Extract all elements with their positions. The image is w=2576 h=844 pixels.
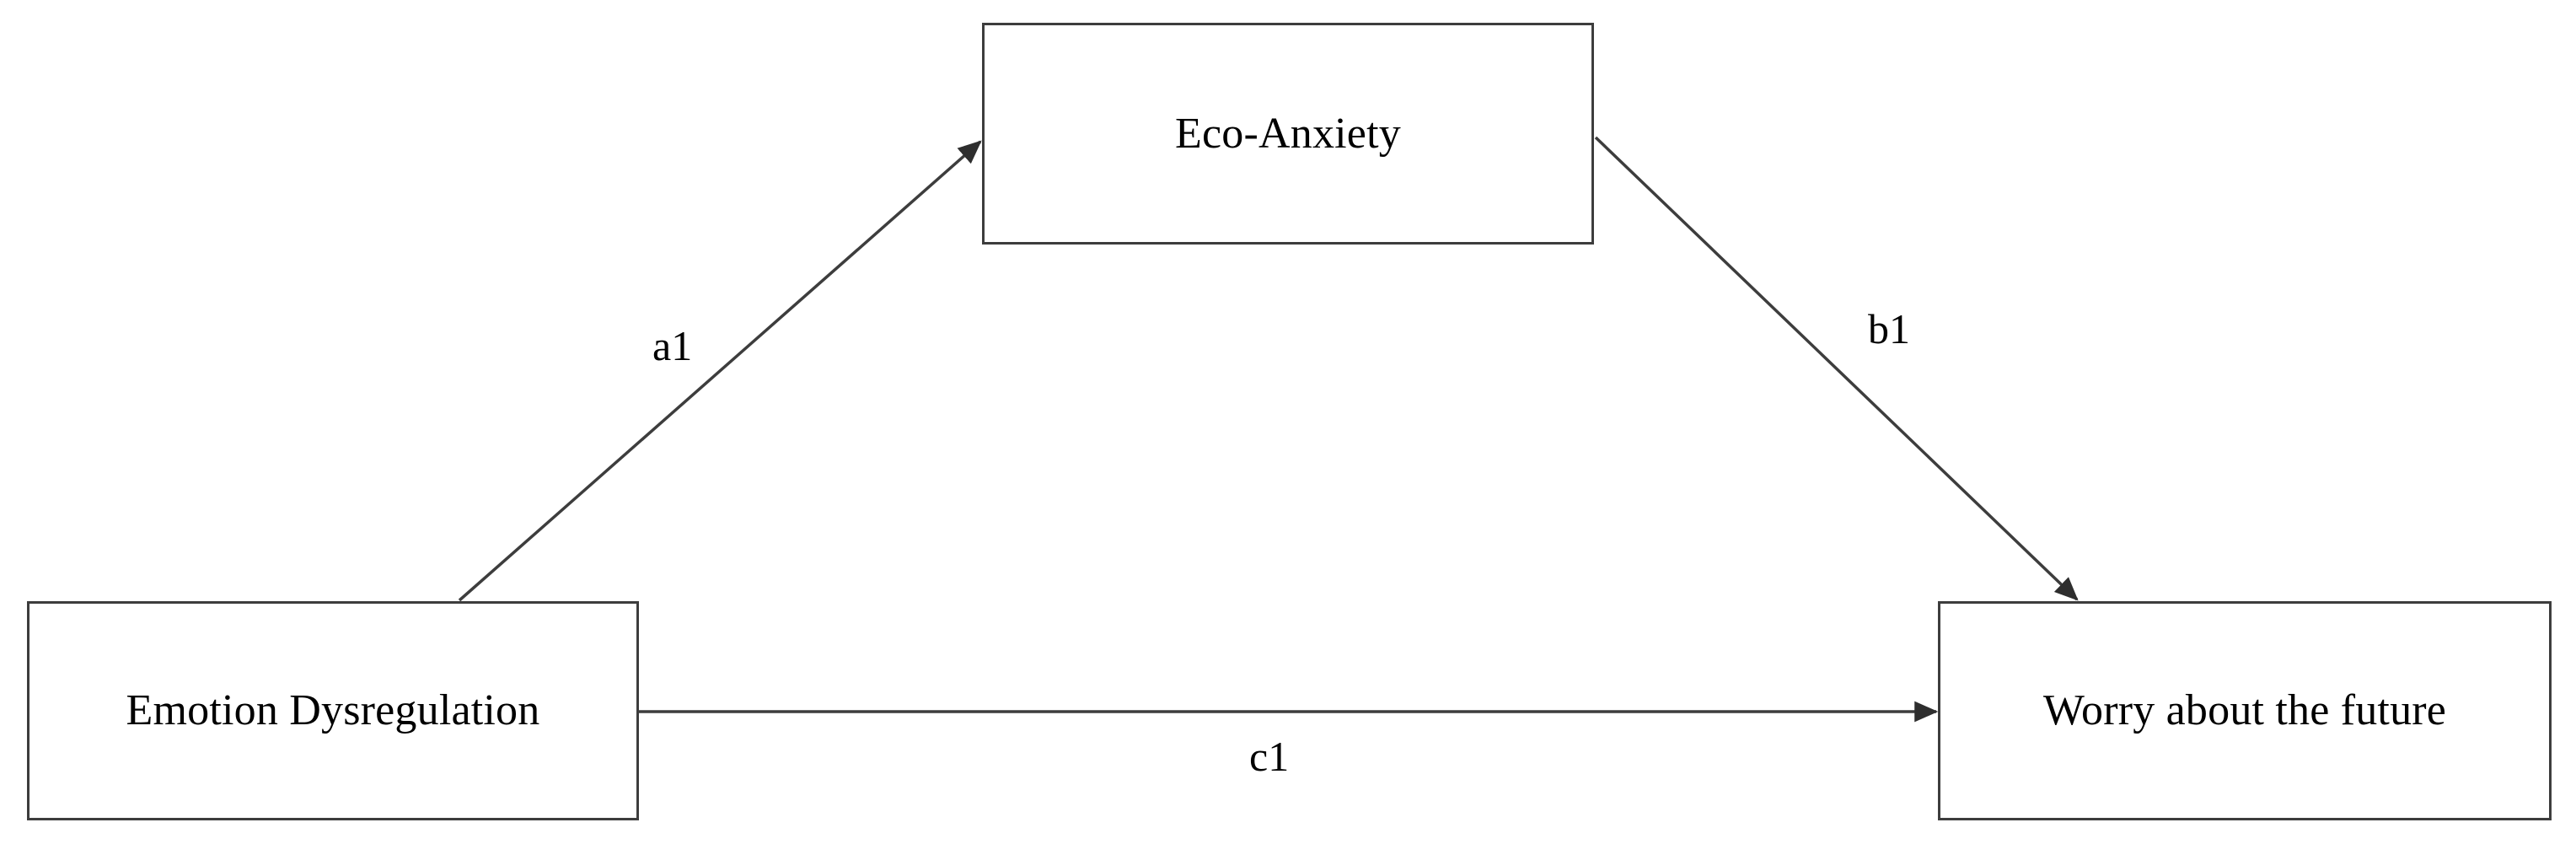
edge-label-b1: b1 — [1868, 305, 1910, 352]
node-worry-about-the-future[interactable]: Worry about the future — [1938, 601, 2552, 820]
node-eco-anxiety-label: Eco-Anxiety — [1175, 109, 1401, 158]
edge-b1-line — [1594, 136, 2079, 601]
node-emotion-dysregulation-label: Emotion Dysregulation — [126, 686, 540, 735]
node-eco-anxiety[interactable]: Eco-Anxiety — [982, 23, 1594, 245]
edge-label-c1: c1 — [1249, 733, 1290, 780]
node-worry-about-the-future-label: Worry about the future — [2042, 686, 2447, 735]
edge-label-a1: a1 — [652, 322, 693, 369]
node-emotion-dysregulation[interactable]: Emotion Dysregulation — [27, 601, 639, 820]
edge-a1-line — [458, 140, 982, 602]
